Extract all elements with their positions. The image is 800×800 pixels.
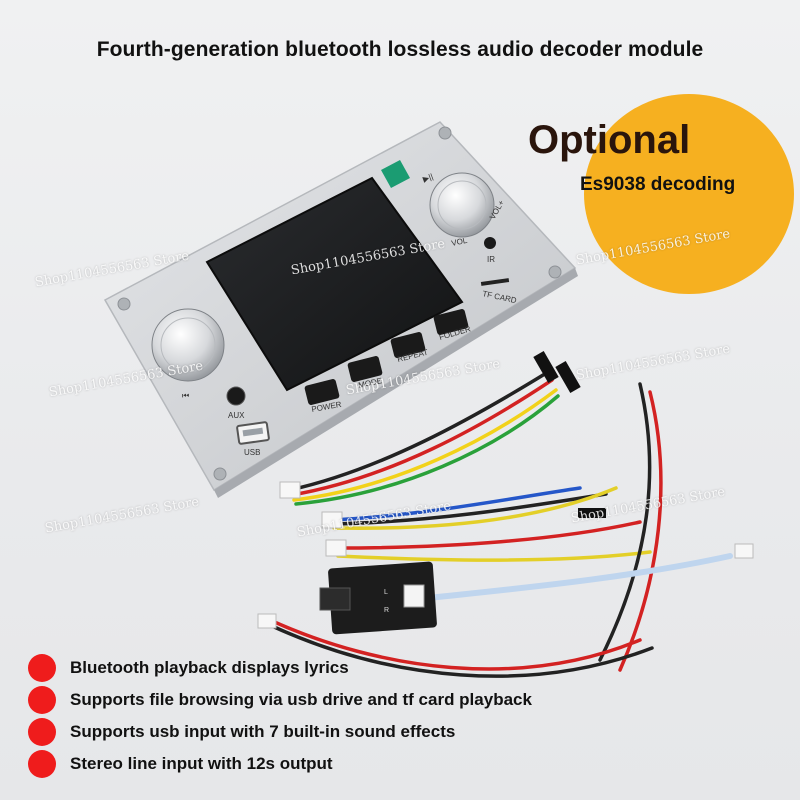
repeat-button[interactable] bbox=[390, 331, 426, 358]
feature-text: Supports usb input with 7 built-in sound… bbox=[70, 722, 456, 741]
bullet-dot bbox=[28, 750, 56, 778]
badge-title: Optional bbox=[528, 118, 691, 162]
tf-card-slot[interactable] bbox=[480, 278, 510, 286]
aux-label: AUX bbox=[228, 411, 245, 420]
status-led bbox=[381, 160, 410, 188]
line-input-board bbox=[319, 561, 437, 635]
jack-r-label: R bbox=[384, 607, 389, 614]
feature-text: Supports file browsing via usb drive and… bbox=[70, 690, 532, 709]
play-pause-label: ▶|| bbox=[422, 172, 435, 184]
list-item: Bluetooth playback displays lyrics bbox=[28, 652, 532, 684]
feature-list: Bluetooth playback displays lyrics Suppo… bbox=[28, 652, 532, 780]
bullet-dot bbox=[28, 654, 56, 682]
aux-jack[interactable] bbox=[226, 386, 246, 406]
right-knob[interactable] bbox=[429, 172, 495, 238]
cable-bundle bbox=[268, 370, 733, 678]
feature-text: Stereo line input with 12s output bbox=[70, 754, 333, 773]
jack-l-label: L bbox=[384, 589, 388, 596]
folder-button[interactable] bbox=[433, 308, 469, 335]
usb-port[interactable] bbox=[236, 421, 270, 445]
feature-text: Bluetooth playback displays lyrics bbox=[70, 658, 349, 677]
badge-subtitle: Es9038 decoding bbox=[580, 174, 736, 195]
ir-label: IR bbox=[487, 255, 495, 264]
optional-badge bbox=[584, 94, 794, 294]
bullet-dot bbox=[28, 718, 56, 746]
vol-label: VOL bbox=[451, 236, 469, 248]
bullet-dot bbox=[28, 686, 56, 714]
prev-label: ⏮ bbox=[182, 391, 189, 400]
ir-receiver bbox=[484, 237, 496, 249]
list-item: Supports file browsing via usb drive and… bbox=[28, 684, 532, 716]
page-title: Fourth-generation bluetooth lossless aud… bbox=[96, 38, 704, 61]
left-knob[interactable] bbox=[151, 308, 225, 382]
list-item: Supports usb input with 7 built-in sound… bbox=[28, 716, 532, 748]
list-item: Stereo line input with 12s output bbox=[28, 748, 532, 780]
mode-button[interactable] bbox=[347, 355, 383, 382]
lcd-screen bbox=[205, 176, 464, 392]
power-button[interactable] bbox=[304, 378, 340, 405]
wire-connectors bbox=[257, 351, 754, 629]
usb-label: USB bbox=[244, 448, 260, 457]
